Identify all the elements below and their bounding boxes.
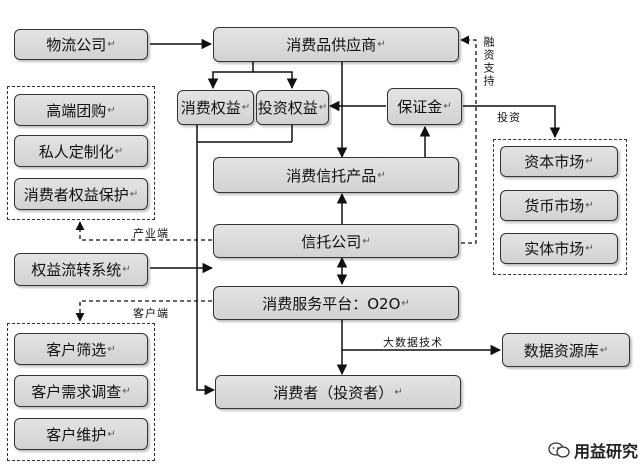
customer-item-screening: 客户筛选 xyxy=(14,333,148,365)
market-item-money: 货币市场 xyxy=(500,190,618,221)
investment-label: 投资 xyxy=(497,111,521,124)
watermark: 用益研究 xyxy=(548,438,638,462)
margin-node: 保证金 xyxy=(387,88,462,125)
customer-group xyxy=(7,323,155,461)
market-group xyxy=(493,139,627,275)
platform-node: 消费服务平台：O2O xyxy=(213,286,459,320)
edge-supplier-rights xyxy=(207,62,254,90)
industry-item-customization: 私人定制化 xyxy=(14,135,148,167)
customer-side-label: 客户端 xyxy=(133,307,169,320)
rights-transfer-node: 权益流转系统 xyxy=(14,253,148,286)
big-data-node: 数据资源库 xyxy=(502,333,630,367)
edge-financing-support xyxy=(460,35,477,244)
market-item-physical: 实体市场 xyxy=(500,233,618,264)
market-item-capital: 资本市场 xyxy=(500,146,618,177)
logistics-node: 物流公司 xyxy=(14,29,148,60)
industry-side-label: 产业端 xyxy=(133,227,169,240)
edge-supplier-investrights xyxy=(253,71,298,90)
big-data-tech-label: 大数据技术 xyxy=(383,336,443,349)
investment-rights-node: 投资权益 xyxy=(256,90,329,125)
customer-item-maintenance: 客户维护 xyxy=(14,418,148,450)
industry-item-group-buy: 高端团购 xyxy=(14,94,148,126)
financing-support-label: 融资支持 xyxy=(482,36,495,88)
consumer-rights-node: 消费权益 xyxy=(177,90,254,125)
customer-item-survey: 客户需求调查 xyxy=(14,375,148,407)
industry-group xyxy=(7,86,155,220)
supplier-node: 消费品供应商 xyxy=(213,27,459,62)
trust-company-node: 信托公司 xyxy=(213,224,459,258)
industry-item-protection: 消费者权益保护 xyxy=(14,178,148,210)
edge-customer-side xyxy=(75,300,212,322)
consumer-node: 消费者（投资者） xyxy=(215,375,461,409)
edge-rights-consumer xyxy=(196,125,216,396)
trust-product-node: 消费信托产品 xyxy=(213,157,459,193)
wechat-icon xyxy=(548,442,570,458)
edge-industry-side xyxy=(75,221,212,241)
watermark-text: 用益研究 xyxy=(574,442,639,461)
edge-margin-markets xyxy=(463,105,561,139)
